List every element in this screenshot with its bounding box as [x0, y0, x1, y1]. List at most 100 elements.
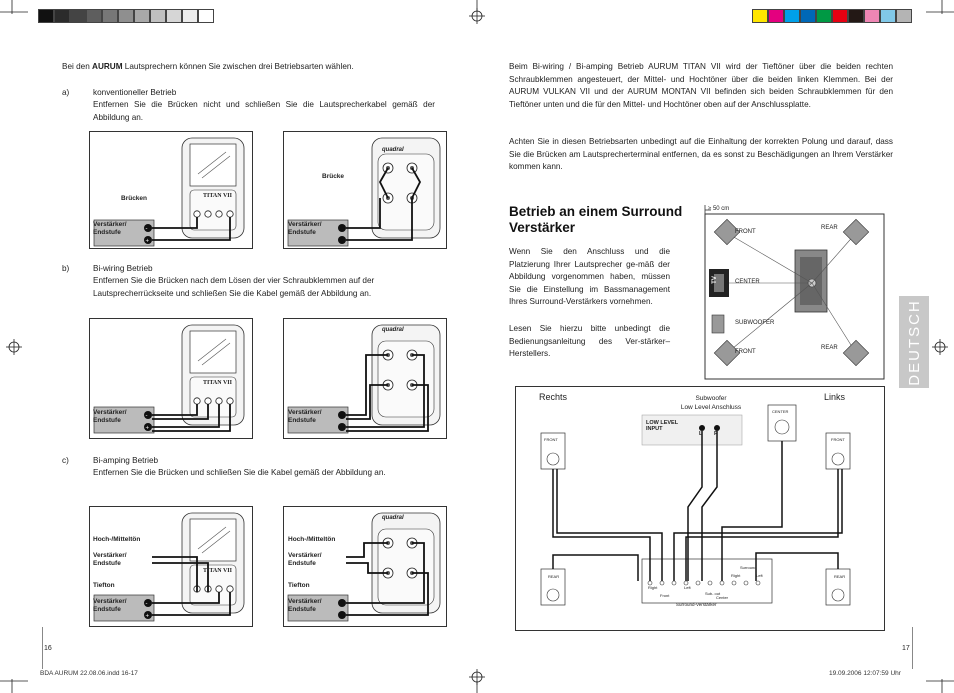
page-rule — [912, 627, 913, 669]
r-label: R — [714, 431, 718, 437]
panel-brand-label: quadral — [382, 147, 404, 153]
speaker-panel-illustration: -+ — [93, 512, 245, 622]
speaker-panel-illustration — [287, 137, 441, 247]
color-swatch — [54, 9, 70, 23]
color-swatch — [768, 9, 784, 23]
para-biwiring: Beim Bi-wiring / Bi-amping Betrieb AURUM… — [509, 62, 893, 109]
amp-front-label: Front — [660, 593, 670, 598]
center-label: CENTER — [735, 279, 760, 285]
footer-file: BDA AURUM 22.08.06.indd 16-17 — [40, 670, 138, 677]
speaker-panel-illustration — [287, 512, 441, 622]
color-swatch — [800, 9, 816, 23]
color-swatch — [118, 9, 134, 23]
page-number-right: 17 — [902, 645, 910, 652]
diagram-b-left: -+ — [89, 318, 253, 439]
links-label: Links — [824, 392, 846, 402]
amplifier-box: Verstärker/Endstufe — [288, 552, 322, 567]
diagram-a-left: -+ — [89, 131, 253, 249]
color-swatch — [816, 9, 832, 23]
page-number-left: 16 — [44, 645, 52, 652]
front-speaker-label: FRONT — [544, 437, 558, 442]
color-swatch — [166, 9, 182, 23]
section-a-text: Entfernen Sie die Brücken nicht und schl… — [93, 100, 435, 122]
amplifier-box: Verstärker/Endstufe — [93, 552, 127, 567]
diagram-c-right — [283, 506, 447, 627]
color-swatch — [880, 9, 896, 23]
amp-right-label: Right — [648, 585, 658, 590]
svg-text:+: + — [146, 614, 150, 620]
amplifier-box: Verstärker/Endstufe — [93, 409, 127, 424]
section-c-title: Bi-amping Betrieb — [93, 456, 159, 465]
panel-model-label: TITAN VII — [203, 193, 232, 199]
svg-text:-: - — [146, 601, 148, 607]
footer-date: 19.09.2006 12:07:59 Uhr — [829, 670, 901, 677]
surround-amp-label: Surround-Verstärker — [676, 602, 717, 607]
rechts-label: Rechts — [539, 392, 568, 402]
color-swatch — [182, 9, 198, 23]
section-c-text: Entfernen Sie die Brücken und schließen … — [93, 468, 386, 477]
amp-surround-label: Surround — [740, 565, 757, 570]
subwoofer-label: SUBWOOFER — [735, 320, 775, 326]
color-swatch — [752, 9, 768, 23]
grey-color-bar — [38, 9, 214, 23]
rear-label: REAR — [821, 225, 838, 231]
registration-mark — [6, 8, 948, 685]
room-layout-diagram: ≥ 50 cm FRONT REAR CENTER TV SUBWOOFER F… — [691, 205, 885, 380]
page-rule — [42, 627, 43, 669]
center-speaker-label: CENTER — [772, 409, 789, 414]
speaker-panel-illustration: -+ — [93, 137, 245, 247]
color-swatch — [38, 9, 54, 23]
cmyk-color-bar — [752, 9, 912, 23]
bruecke-label: Brücke — [322, 173, 345, 180]
diagram-c-left: -+ — [89, 506, 253, 627]
color-swatch — [864, 9, 880, 23]
speaker-panel-illustration: -+ — [93, 324, 245, 434]
low-level-label: Low Level Anschluss — [680, 404, 742, 411]
intro-text: Bei den AURUM Lautsprechern können Sie z… — [62, 62, 354, 71]
amp-sub-label: Sub- out — [705, 591, 721, 596]
amp-right-label: Right — [731, 573, 741, 578]
para-bassmanagement: Wenn Sie den Anschluss und die Platzieru… — [509, 247, 670, 307]
hoch-label-right: Hoch-/Mitteltön — [288, 536, 336, 543]
color-swatch — [198, 9, 214, 23]
svg-text:+: + — [146, 426, 150, 432]
tief-label-right: Tiefton — [288, 582, 310, 589]
para-manual: Lesen Sie hierzu bitte unbedingt die Bed… — [509, 324, 670, 359]
amplifier-box: Verstärker/Endstufe — [288, 409, 322, 424]
amplifier-box: Verstärker/Endstufe — [288, 598, 322, 613]
color-swatch — [134, 9, 150, 23]
color-swatch — [70, 9, 86, 23]
section-c-marker: c) — [62, 456, 69, 465]
section-b-text: Entfernen Sie die Brücken nach dem Lösen… — [93, 276, 375, 298]
front-label: FRONT — [735, 349, 756, 355]
speaker-icon — [709, 218, 870, 367]
hoch-label-left: Hoch-/Mitteltön — [93, 536, 141, 543]
amp-left-label: Left — [756, 573, 763, 578]
color-swatch — [896, 9, 912, 23]
svg-text:-: - — [146, 226, 148, 232]
color-swatch — [784, 9, 800, 23]
language-tab: DEUTSCH — [899, 296, 929, 388]
front-label: FRONT — [735, 229, 756, 235]
section-b-title: Bi-wiring Betrieb — [93, 264, 153, 273]
svg-text:+: + — [146, 239, 150, 245]
panel-brand-label: quadral — [382, 515, 404, 521]
section-a-title: konventioneller Betrieb — [93, 88, 177, 97]
amp-left-label: Left — [684, 585, 691, 590]
bruecken-label: Brücken — [121, 195, 148, 202]
l-label: L — [699, 431, 703, 437]
tief-label-left: Tiefton — [93, 582, 115, 589]
rear-speaker-label: REAR — [834, 574, 846, 579]
para-polarity: Achten Sie in diesen Betriebsarten unbed… — [509, 137, 893, 172]
color-swatch — [102, 9, 118, 23]
amplifier-box: Verstärker/Endstufe — [93, 598, 127, 613]
subwoofer-label: Subwoofer — [695, 395, 727, 402]
color-swatch — [832, 9, 848, 23]
section-b-marker: b) — [62, 264, 70, 273]
amplifier-box: Verstärker/Endstufe — [93, 221, 127, 236]
diagram-b-right — [283, 318, 447, 439]
section-a-marker: a) — [62, 88, 70, 97]
